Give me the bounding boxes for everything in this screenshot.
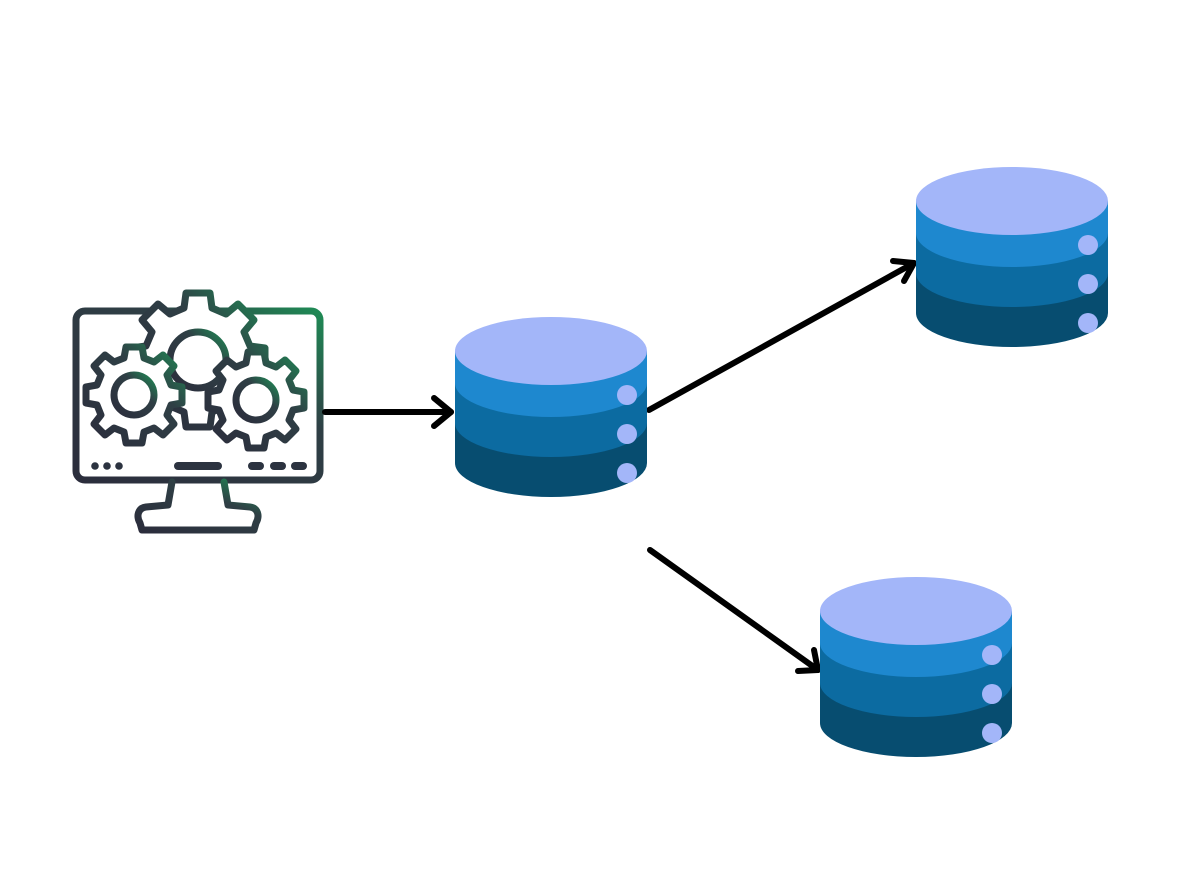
monitor-bezel-indicators xyxy=(91,462,307,470)
monitor-gears-icon xyxy=(72,289,324,534)
primary-database-node xyxy=(455,317,647,497)
replica-database-top-node xyxy=(916,167,1108,347)
database-icon xyxy=(916,167,1108,347)
workstation-node xyxy=(72,289,324,534)
small-gear-left-icon xyxy=(82,343,186,447)
arrow-workstation-to-primary xyxy=(322,395,454,429)
database-icon xyxy=(455,317,647,497)
arrow-primary-to-replica-bottom xyxy=(647,547,821,674)
arrows xyxy=(322,258,917,674)
replica-database-bottom-node xyxy=(820,577,1012,757)
database-icon xyxy=(820,577,1012,757)
monitor-stand xyxy=(134,478,262,534)
small-gear-right-icon xyxy=(204,348,308,452)
arrow-primary-to-replica-top xyxy=(646,258,917,413)
